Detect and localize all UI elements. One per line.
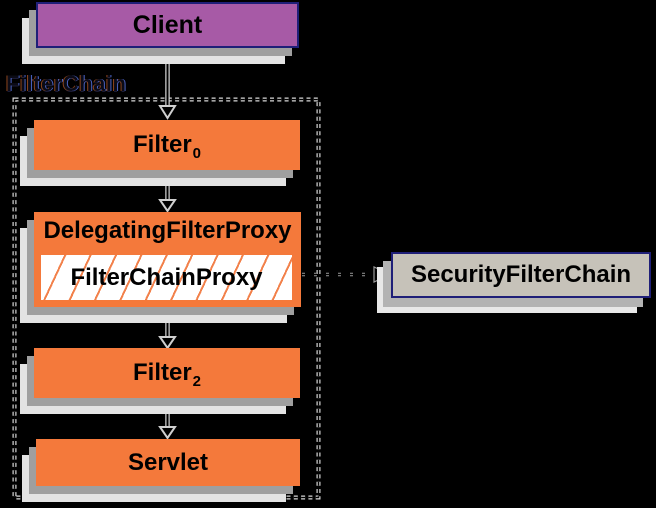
arrow-dfp-filter2 <box>158 306 177 350</box>
servlet-label: Servlet <box>127 448 209 476</box>
client-label: Client <box>132 10 203 39</box>
arrow-client-filter0 <box>158 48 177 120</box>
filter2-label: Filter <box>132 359 192 386</box>
filter0-subscript: 0 <box>192 144 202 162</box>
filter2-subscript: 2 <box>192 372 202 390</box>
delegating-filter-proxy-box: DelegatingFilterProxy FilterChainProxy <box>34 212 301 307</box>
filter-chain-proxy-label: FilterChainProxy <box>70 263 263 291</box>
security-filter-chain-box: SecurityFilterChain <box>391 252 651 298</box>
filter-chain-proxy-box: FilterChainProxy <box>38 252 295 303</box>
servlet-box: Servlet <box>36 439 300 486</box>
client-box: Client <box>36 2 299 48</box>
arrow-filter0-dfp <box>158 170 177 213</box>
filter2-box: Filter 2 <box>34 348 300 398</box>
filter-chain-label: FilterChain <box>6 71 127 96</box>
delegating-filter-proxy-label: DelegatingFilterProxy <box>43 217 292 244</box>
filter0-box: Filter 0 <box>34 120 300 170</box>
arrow-filter2-servlet <box>158 398 177 440</box>
filter0-label: Filter <box>132 131 192 158</box>
arrow-fcp-security-filter-chain <box>302 266 392 283</box>
security-filter-chain-label: SecurityFilterChain <box>410 261 632 288</box>
